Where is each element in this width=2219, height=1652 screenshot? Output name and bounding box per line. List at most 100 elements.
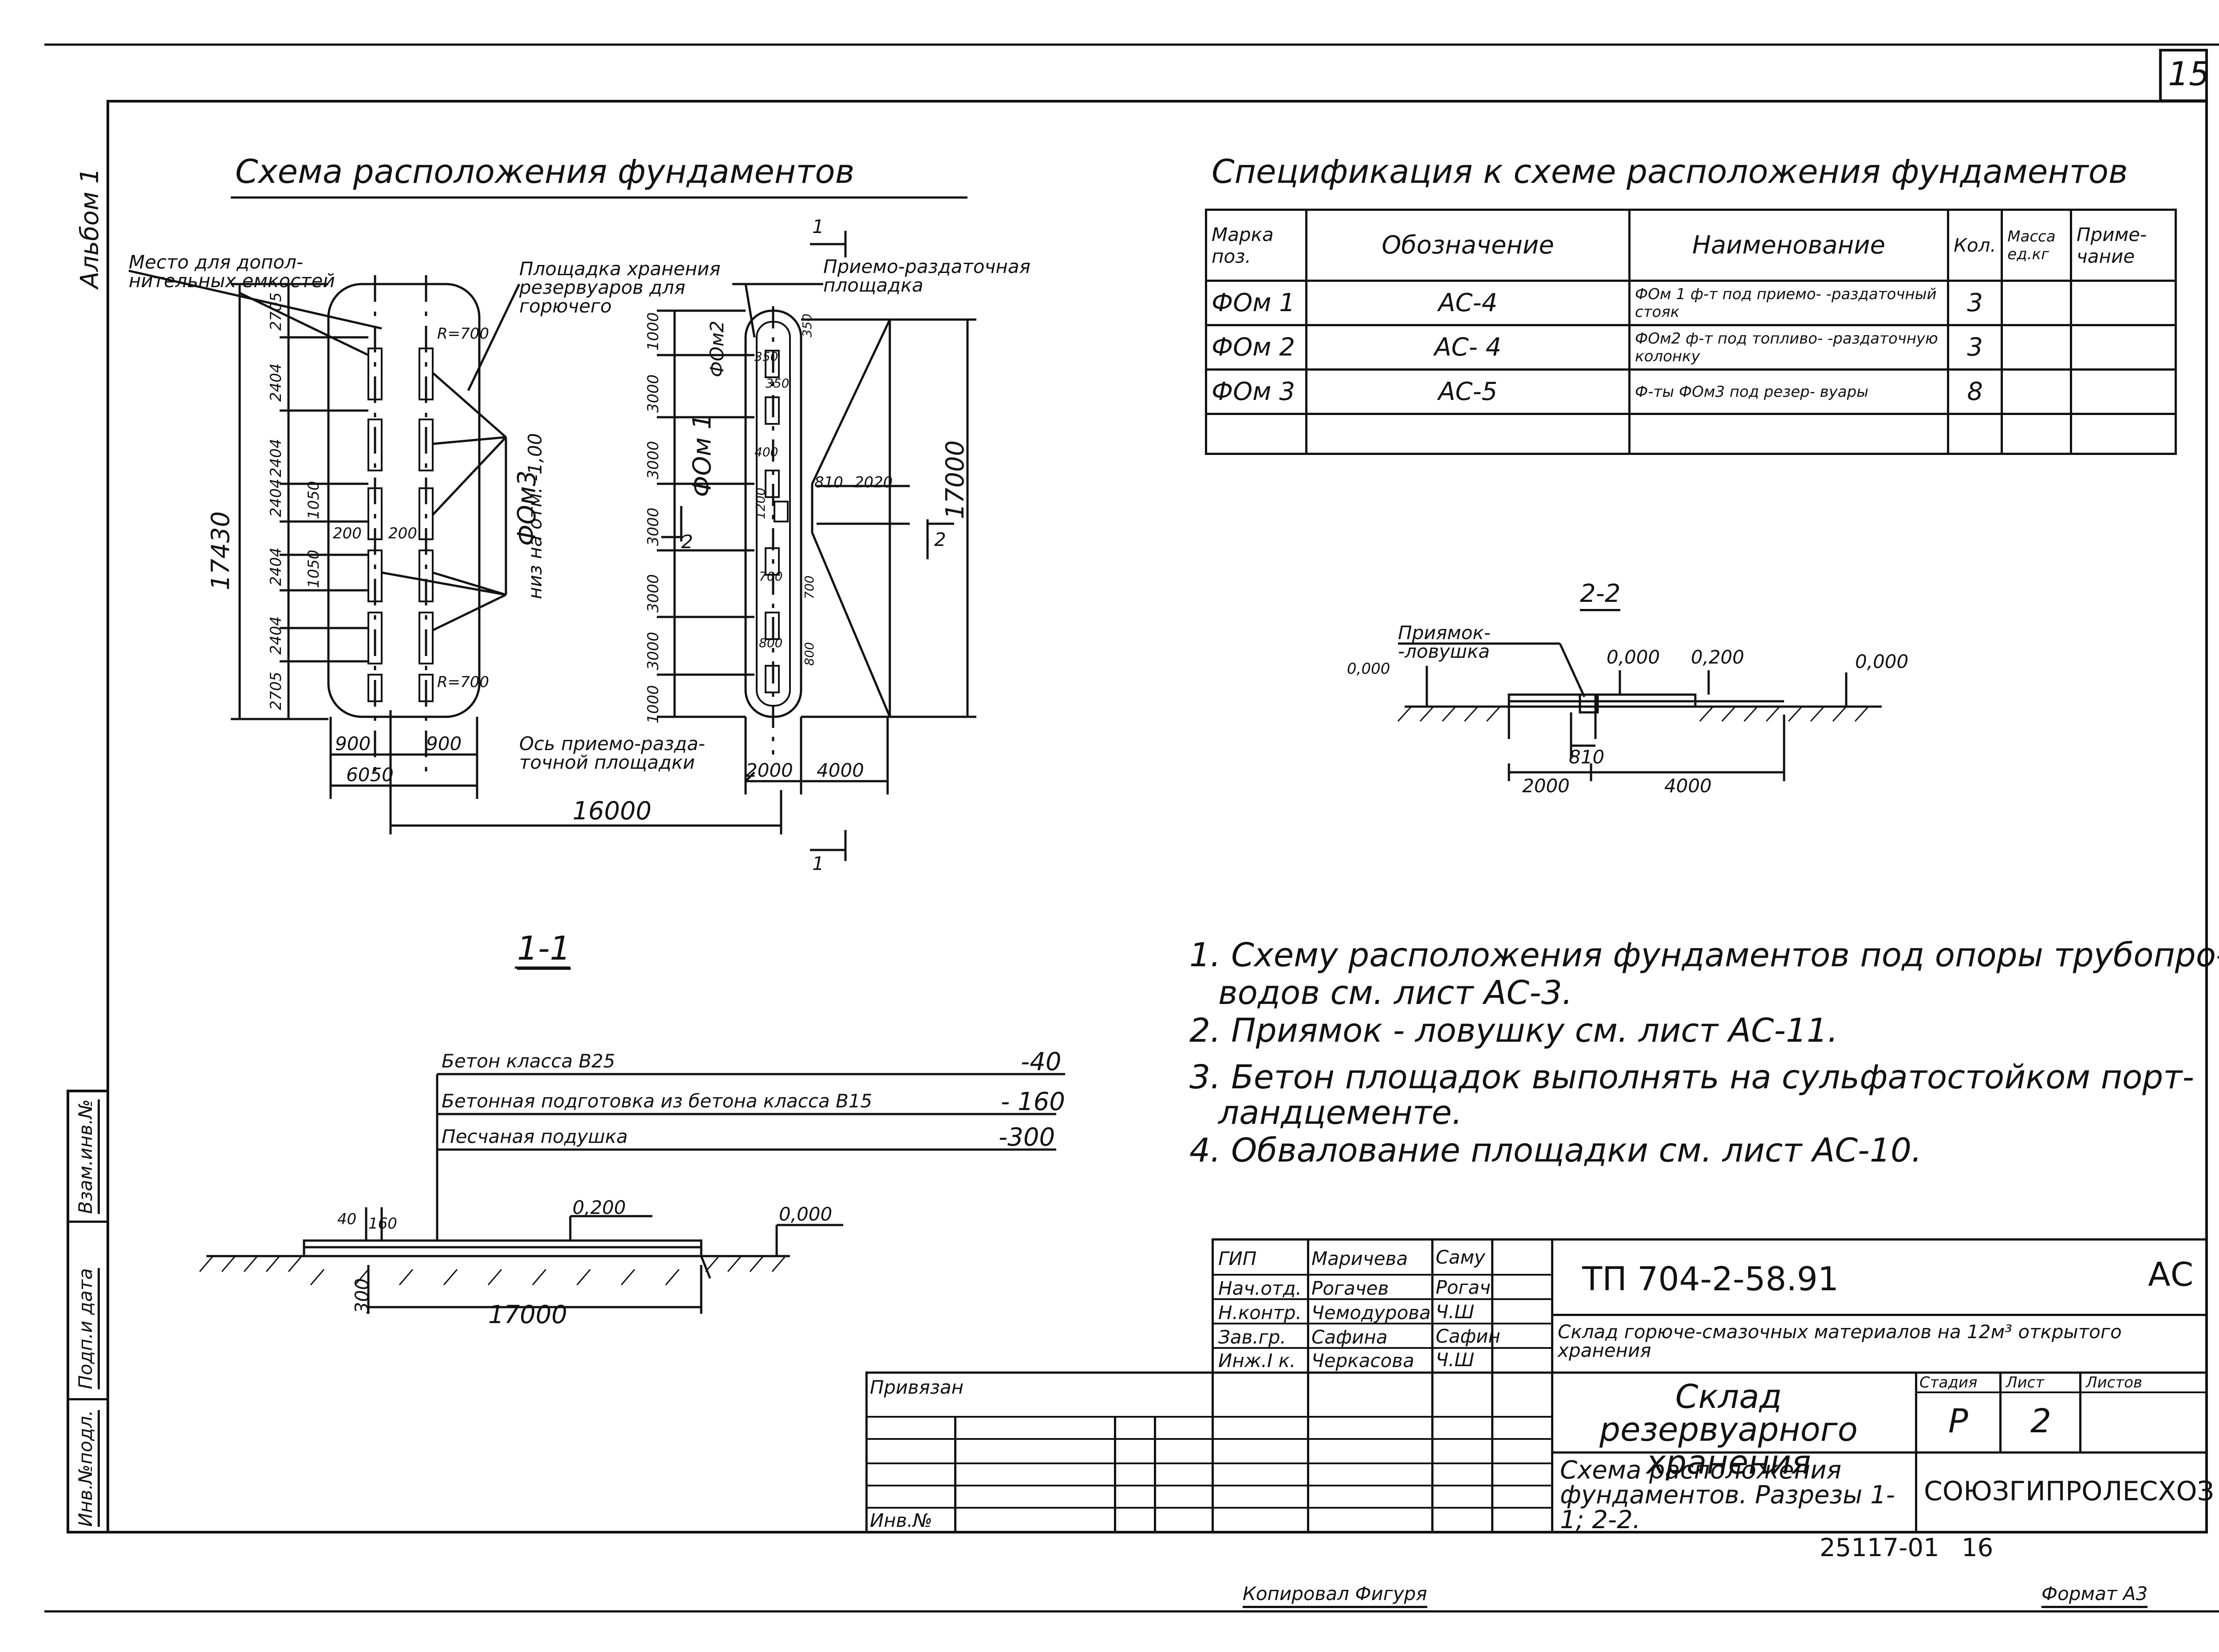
dim-810-plan: 810	[814, 474, 843, 491]
spec-cell	[1205, 413, 1307, 455]
tb-row-h6	[865, 1416, 1551, 1418]
tb-mid-v	[1551, 1238, 1553, 1533]
spec-cell: ФОм 1 ф-т под приемо- -раздаточный стояк	[1628, 280, 1950, 326]
dim-1050b: 1050	[305, 549, 323, 588]
plan-title: Схема расположения фундаментов	[235, 153, 855, 191]
dim-4000-plan: 4000	[817, 759, 864, 781]
section-mark-2-right: 2	[934, 529, 946, 550]
section11-title: 1-1	[517, 932, 571, 970]
note-line-6: 4. Обвалование площадки см. лист АС-10.	[1189, 1131, 1922, 1170]
small-dim-7: 700	[802, 575, 817, 599]
dim-left-5: 2404	[267, 616, 285, 655]
dim-16000: 16000	[573, 797, 652, 826]
section22-title: 2-2	[1580, 581, 1621, 611]
spec-cell	[1628, 413, 1950, 455]
spec-h-name: Наименование	[1628, 209, 1950, 282]
radius-top: R=700	[437, 325, 490, 343]
spec-row-3: ФОм 3 АС-5 Ф-ты ФОм3 под резер- вуары 8	[1205, 368, 2177, 415]
note-line-1: 1. Схему расположения фундаментов под оп…	[1189, 936, 2219, 974]
tb-signature-2: Ч.Ш	[1436, 1301, 1475, 1323]
section22-dim-2000: 2000	[1522, 775, 1570, 797]
mark-fom3: ФОм3	[513, 470, 541, 546]
section22-level-c: 0,200	[1691, 646, 1745, 668]
label-platform: Площадка хранения резервуаров для горюче…	[519, 258, 721, 317]
spec-row-4	[1205, 413, 2177, 455]
tb-object-name: Склад резервуарного хранения	[1599, 1378, 1858, 1482]
layer-1-name: Бетон класса В25	[442, 1050, 616, 1072]
tb-r-v3	[2079, 1371, 2081, 1451]
tb-small-v1	[954, 1416, 956, 1533]
spec-cell	[2001, 413, 2072, 455]
spec-table: Марка поз. Обозначение Наименование Кол.…	[1205, 209, 2177, 455]
dim-left-2: 2404	[267, 439, 285, 477]
dim-1050a: 1050	[305, 481, 323, 519]
label-place: Место для допол- нительных емкостей	[129, 251, 335, 292]
small-dim-2: 350	[800, 313, 814, 337]
tb-sheet-label: Лист	[2006, 1374, 2045, 1391]
tb-r-h2	[1551, 1371, 2208, 1374]
note-line-3: 2. Приямок - ловушку см. лист АС-11.	[1189, 1012, 1838, 1050]
spec-cell: 3	[1947, 324, 2003, 371]
dim-chain-2: 3000	[644, 441, 662, 479]
spec-h-qty: Кол.	[1947, 209, 2003, 282]
spec-h-mark: Марка поз.	[1205, 209, 1307, 282]
tb-project-code: ТП 704-2-58.91	[1582, 1260, 1839, 1298]
radius-bottom: R=700	[437, 673, 490, 691]
section11-dim-160: 160	[368, 1215, 397, 1233]
spec-cell: 8	[1947, 368, 2003, 415]
tb-row-h9	[865, 1485, 1551, 1486]
layer-2-value: - 160	[1001, 1087, 1065, 1116]
spec-cell: ФОм 1	[1205, 280, 1307, 326]
tb-signature-1: Рогач	[1436, 1277, 1491, 1298]
spec-cell: АС- 4	[1305, 324, 1631, 371]
section11-level-a: 0,200	[573, 1197, 626, 1218]
spec-cell	[2069, 368, 2177, 415]
archive-sheet: 16	[1962, 1533, 1994, 1562]
tb-row-h7	[865, 1438, 1551, 1440]
tb-r-v2	[1999, 1371, 2002, 1451]
section-mark-1-top: 1	[812, 216, 824, 237]
spec-title: Спецификация к схеме расположения фундам…	[1212, 153, 2128, 191]
dim-chain-4: 3000	[644, 574, 662, 613]
tb-r-h3	[1915, 1391, 2208, 1393]
layer-1-value: -40	[1021, 1047, 1062, 1076]
label-axis: Ось приемо-разда- точной площадки	[519, 733, 705, 773]
title-block: ГИП Нач.отд. Н.контр. Зав.гр. Инж.I к. М…	[865, 1238, 2214, 1533]
dim-left-6: 2705	[267, 672, 285, 710]
tb-role-1: Нач.отд.	[1218, 1277, 1302, 1299]
label-receive: Приемо-раздаточная площадка	[823, 256, 1031, 296]
spec-cell: ФОм2 ф-т под топливо- -раздаточную колон…	[1628, 324, 1950, 371]
tb-name-2: Чемодурова	[1311, 1302, 1431, 1324]
tb-role-4: Инж.I к.	[1218, 1350, 1296, 1371]
spec-cell	[2001, 324, 2072, 371]
small-dim-4: 1200	[753, 487, 768, 519]
dim-200b: 200	[388, 525, 417, 542]
left-stamp-div2	[67, 1398, 109, 1400]
spec-cell: Ф-ты ФОм3 под резер- вуары	[1628, 368, 1950, 415]
sheet-number-box	[2159, 49, 2208, 102]
tb-r-h1	[1551, 1314, 2208, 1316]
tb-left-outer-v	[865, 1371, 868, 1533]
dim-chain-0: 1000	[644, 312, 662, 351]
spec-cell	[2001, 280, 2072, 326]
spec-cell: ФОм 2	[1205, 324, 1307, 371]
dim-chain-6: 1000	[644, 685, 662, 723]
tb-signature-0: Саму	[1436, 1246, 1485, 1268]
spec-row-2: ФОм 2 АС- 4 ФОм2 ф-т под топливо- -разда…	[1205, 324, 2177, 371]
dim-17000-plan: 17000	[941, 440, 970, 519]
tb-r-h4	[1551, 1451, 2208, 1454]
spec-cell	[1305, 413, 1631, 455]
dim-chain-3: 3000	[644, 507, 662, 546]
section22-level-b: 0,000	[1607, 646, 1660, 668]
small-dim-3: 400	[754, 445, 778, 459]
note-line-5: ландцементе.	[1218, 1094, 1462, 1132]
spec-cell: АС-4	[1305, 280, 1631, 326]
tb-name-1: Рогачев	[1311, 1277, 1389, 1299]
section22-dim-810: 810	[1569, 746, 1605, 768]
tb-row-h8	[865, 1462, 1551, 1464]
tb-col-v2	[1431, 1238, 1433, 1533]
dim-left-1: 2404	[267, 363, 285, 402]
tb-project-name: Склад горюче-смазочных материалов на 12м…	[1558, 1321, 2122, 1361]
